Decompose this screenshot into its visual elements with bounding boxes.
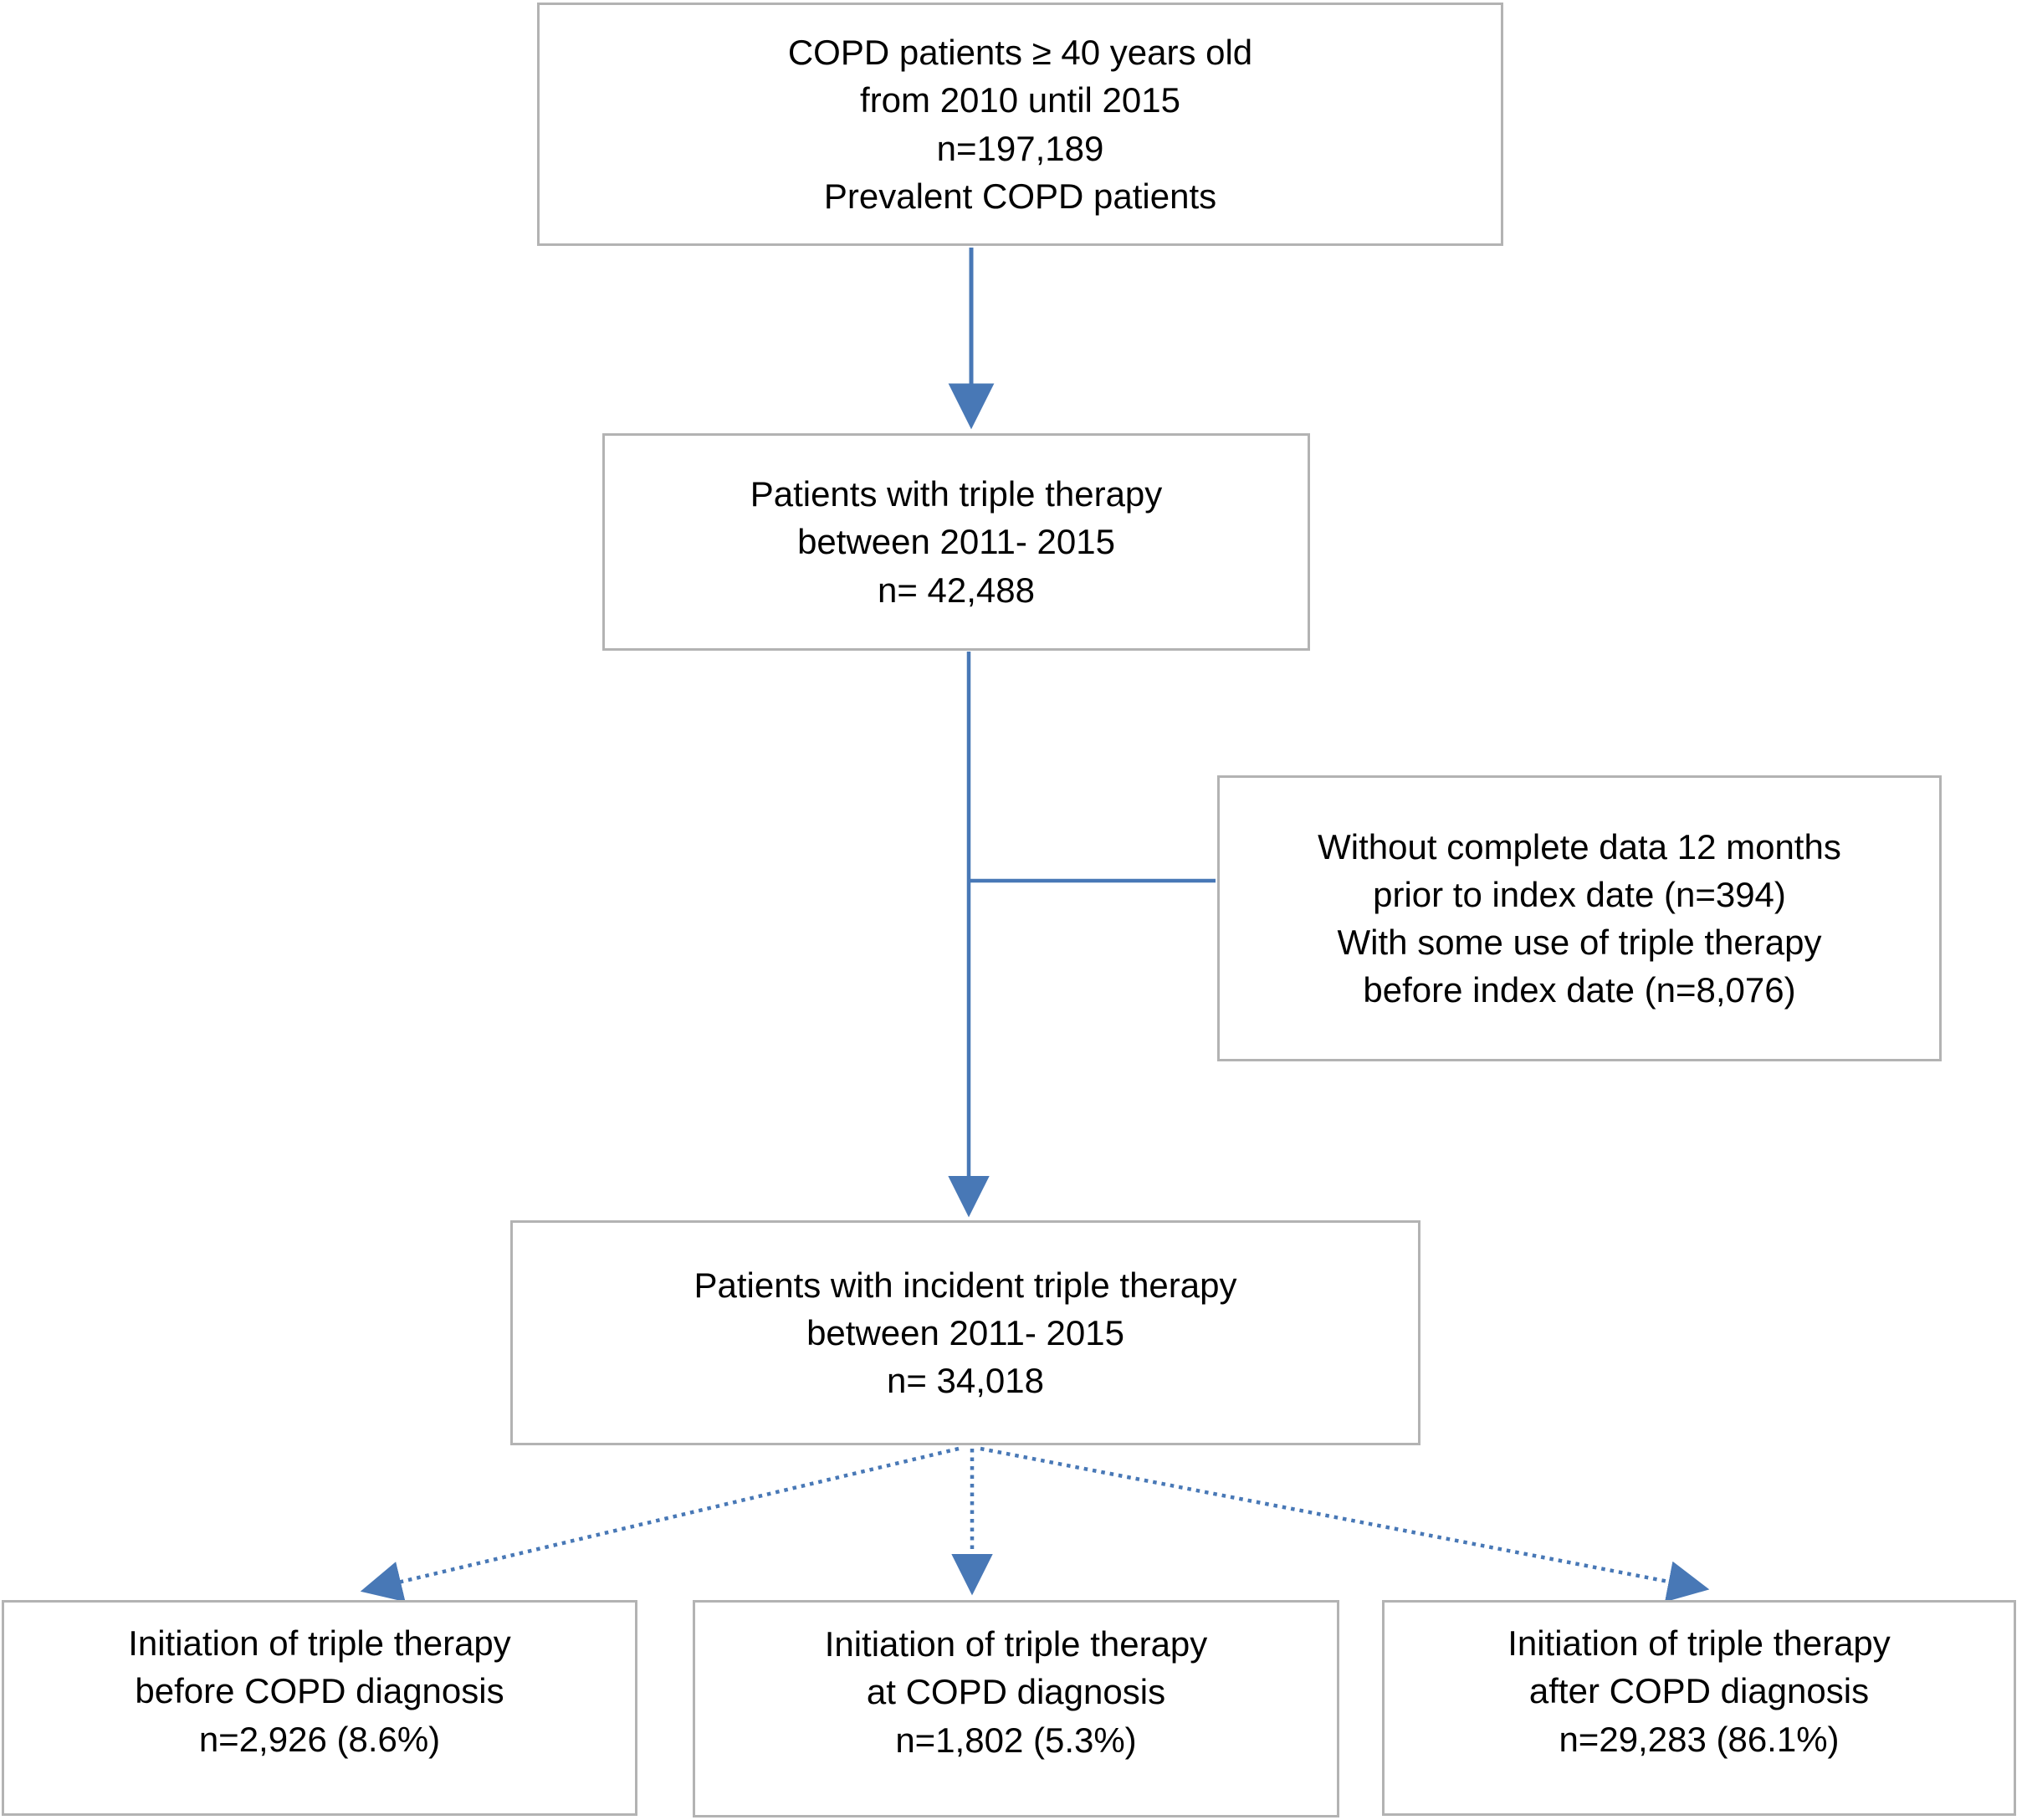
box-text-line: n= 42,488	[877, 570, 1035, 610]
box-exclusions: Without complete data 12 months prior to…	[1217, 775, 1942, 1061]
box-text-line: n=2,926 (8.6%)	[198, 1719, 441, 1759]
dotted-arrow-incident-to-after	[980, 1446, 1710, 1603]
box-text-line: n= 34,018	[886, 1361, 1044, 1401]
box-text-line: COPD patients ≥ 40 years old	[787, 33, 1253, 73]
box-text-line: n=1,802 (5.3%)	[895, 1720, 1137, 1760]
box-text-line: Initiation of triple therapy	[128, 1623, 511, 1664]
box-patients-with-triple-therapy: Patients with triple therapy between 201…	[602, 433, 1310, 651]
box-text-line: Patients with incident triple therapy	[694, 1265, 1237, 1305]
box-text-line: Prevalent COPD patients	[823, 176, 1217, 216]
box-text-line: between 2011- 2015	[806, 1312, 1124, 1352]
box-initiation-before-diagnosis: Initiation of triple therapy before COPD…	[2, 1600, 637, 1816]
box-text-line: after COPD diagnosis	[1528, 1671, 1870, 1711]
box-text-line: Without complete data 12 months	[1318, 826, 1841, 867]
box-text-line: n=29,283 (86.1%)	[1559, 1719, 1840, 1759]
box-text-line: Patients with triple therapy	[750, 474, 1163, 514]
box-text-line: With some use of triple therapy	[1337, 923, 1822, 962]
box-prevalent-copd-patients: COPD patients ≥ 40 years old from 2010 u…	[537, 3, 1503, 246]
box-text-line: prior to index date (n=394)	[1373, 874, 1786, 914]
box-text-line: before index date (n=8,076)	[1363, 970, 1796, 1010]
box-text-line: from 2010 until 2015	[860, 80, 1180, 120]
box-text-line: Initiation of triple therapy	[1507, 1623, 1891, 1664]
box-initiation-after-diagnosis: Initiation of triple therapy after COPD …	[1382, 1600, 2016, 1816]
box-text-line: n=197,189	[936, 128, 1104, 168]
box-incident-triple-therapy: Patients with incident triple therapy be…	[510, 1220, 1420, 1445]
dotted-arrow-incident-to-before	[360, 1446, 960, 1603]
box-text-line: between 2011- 2015	[797, 522, 1115, 562]
box-initiation-at-diagnosis: Initiation of triple therapy at COPD dia…	[693, 1600, 1339, 1817]
box-text-line: at COPD diagnosis	[866, 1672, 1166, 1712]
box-text-line: before COPD diagnosis	[135, 1671, 504, 1711]
box-text-line: Initiation of triple therapy	[824, 1624, 1208, 1664]
